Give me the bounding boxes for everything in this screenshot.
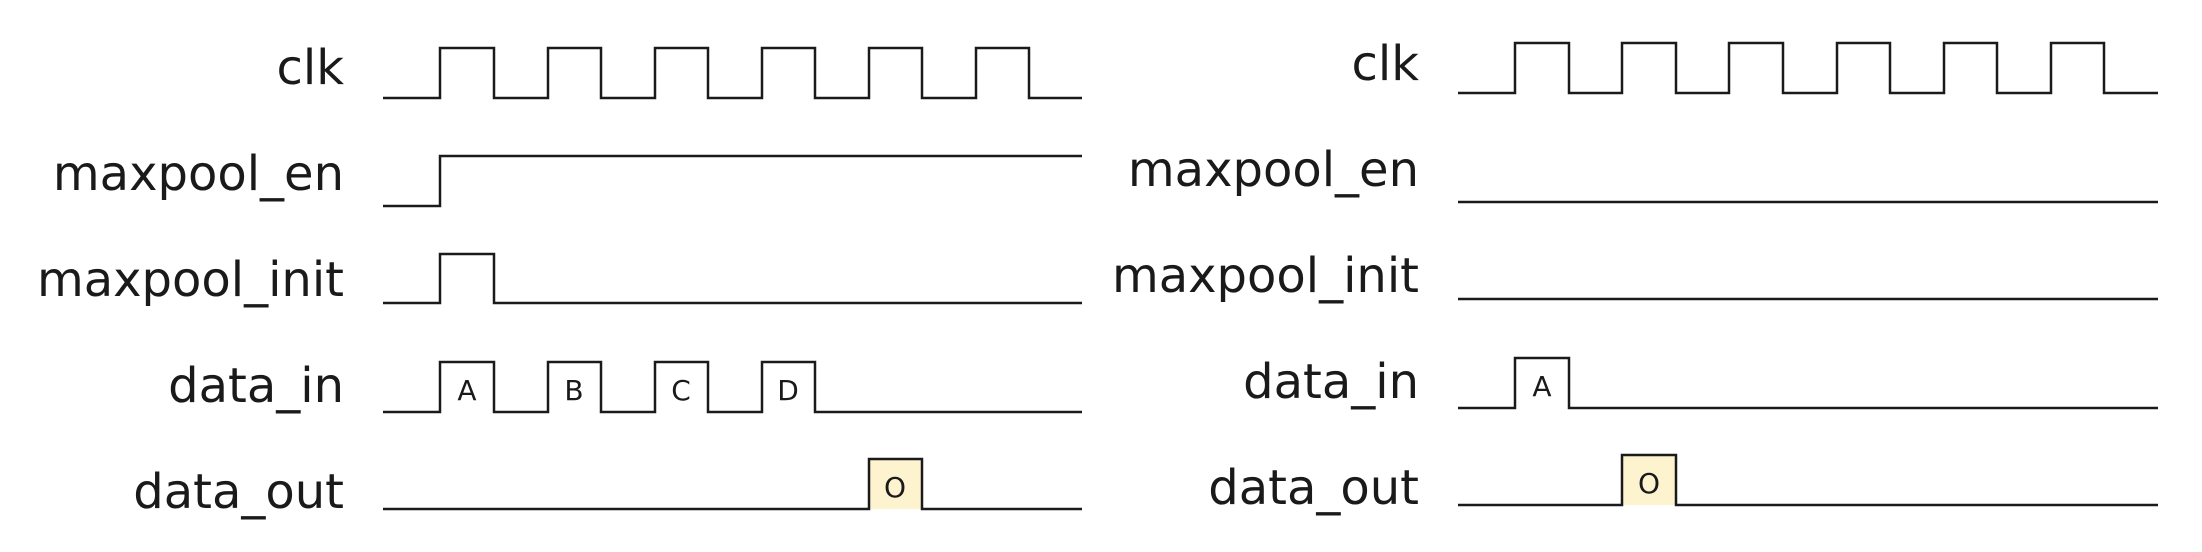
- data-out-waveform: [1458, 453, 2158, 507]
- data-in-waveform: [1458, 356, 2158, 410]
- signal-label-maxpool-init: maxpool_init: [1111, 248, 1419, 304]
- clk-waveform: [1458, 41, 2158, 95]
- data-out-value: O: [1638, 467, 1660, 500]
- data-in-waveform: [383, 360, 1082, 414]
- maxpool-en-waveform: [383, 154, 1082, 208]
- signal-label-clk: clk: [1351, 36, 1419, 92]
- signal-label-data-out: data_out: [1208, 460, 1419, 516]
- data-in-value: C: [671, 374, 691, 407]
- data-in-value: D: [777, 374, 799, 407]
- clk-waveform: [383, 46, 1082, 100]
- signal-label-data-in: data_in: [1243, 354, 1419, 410]
- signal-label-data-out: data_out: [133, 464, 344, 520]
- data-in-value: B: [564, 374, 583, 407]
- signal-label-clk: clk: [276, 40, 344, 96]
- signal-label-maxpool-en: maxpool_en: [52, 146, 344, 202]
- maxpool-init-waveform: [383, 252, 1082, 305]
- data-in-value: A: [457, 374, 476, 407]
- signal-label-maxpool-en: maxpool_en: [1127, 142, 1419, 198]
- data-out-value: O: [884, 471, 906, 504]
- data-out-highlight: [869, 459, 922, 509]
- data-out-waveform: [383, 457, 1082, 511]
- data-out-highlight: [1622, 455, 1676, 505]
- signal-label-data-in: data_in: [168, 358, 344, 414]
- signal-label-maxpool-init: maxpool_init: [36, 252, 344, 308]
- data-in-value: A: [1532, 370, 1551, 403]
